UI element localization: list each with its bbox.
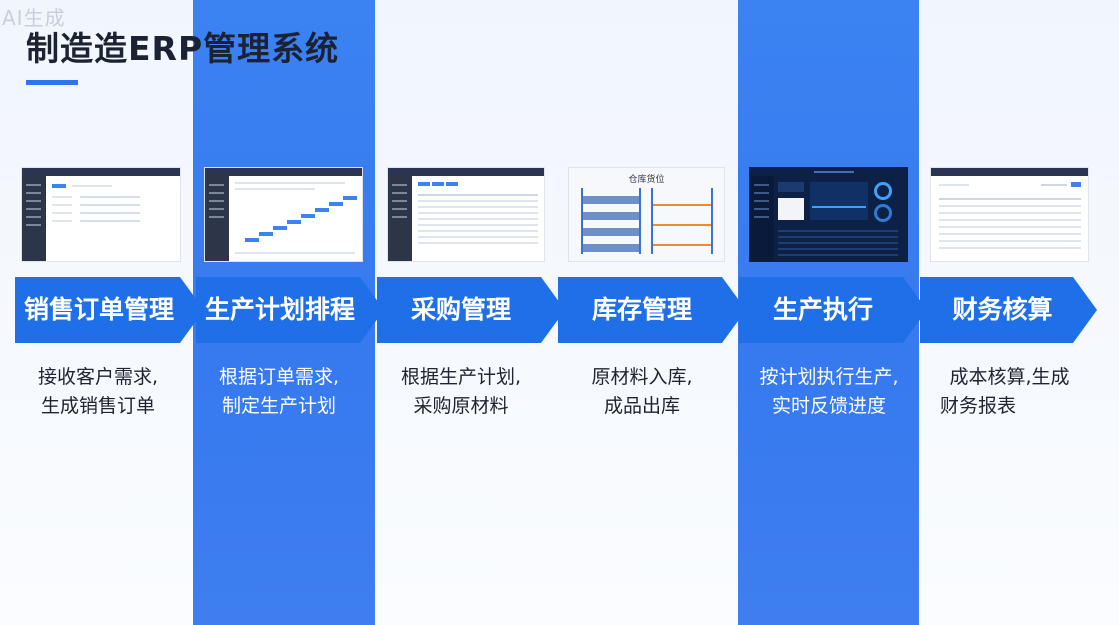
- stage-arrow-6: [920, 277, 1097, 343]
- stage-label-inventory: 库存管理: [591, 295, 692, 324]
- stage-description-finance: 成本核算,生成 财务报表: [940, 366, 1070, 417]
- stage-label-production-execution: 生产执行: [772, 295, 873, 324]
- ai-generated-watermark: AI生成: [2, 6, 66, 30]
- title-underline: [26, 80, 78, 85]
- page-title: 制造造ERP管理系统: [26, 29, 340, 68]
- stage-description-purchase: 根据生产计划, 采购原材料: [400, 366, 522, 417]
- stage-arrow-5: [739, 277, 927, 343]
- stage-arrow-1: [15, 277, 204, 343]
- finance-screenshot: [930, 167, 1089, 262]
- stage-arrow-3: [377, 277, 565, 343]
- production-plan-screenshot: [204, 167, 363, 262]
- production-execution-screenshot: [749, 167, 908, 262]
- sales-order-screenshot: [21, 167, 181, 262]
- stage-label-finance: 财务核算: [952, 295, 1053, 324]
- stage-arrow-4: [558, 277, 746, 343]
- warehouse-screenshot: 仓库货位: [568, 167, 725, 262]
- stage-description-inventory: 原材料入库, 成品出库: [591, 366, 693, 417]
- stage-description-production-execution: 按计划执行生产, 实时反馈进度: [759, 366, 899, 417]
- purchase-screenshot: [387, 167, 545, 262]
- stage-description-production-plan: 根据订单需求, 制定生产计划: [218, 366, 340, 417]
- warehouse-screenshot-title: 仓库货位: [628, 175, 665, 185]
- stage-label-sales-order: 销售订单管理: [23, 295, 174, 324]
- stage-label-production-plan: 生产计划排程: [204, 295, 355, 324]
- stage-label-purchase: 采购管理: [410, 295, 511, 324]
- stage-description-sales-order: 接收客户需求, 生成销售订单: [37, 366, 159, 417]
- stage-arrow-2: [196, 277, 384, 343]
